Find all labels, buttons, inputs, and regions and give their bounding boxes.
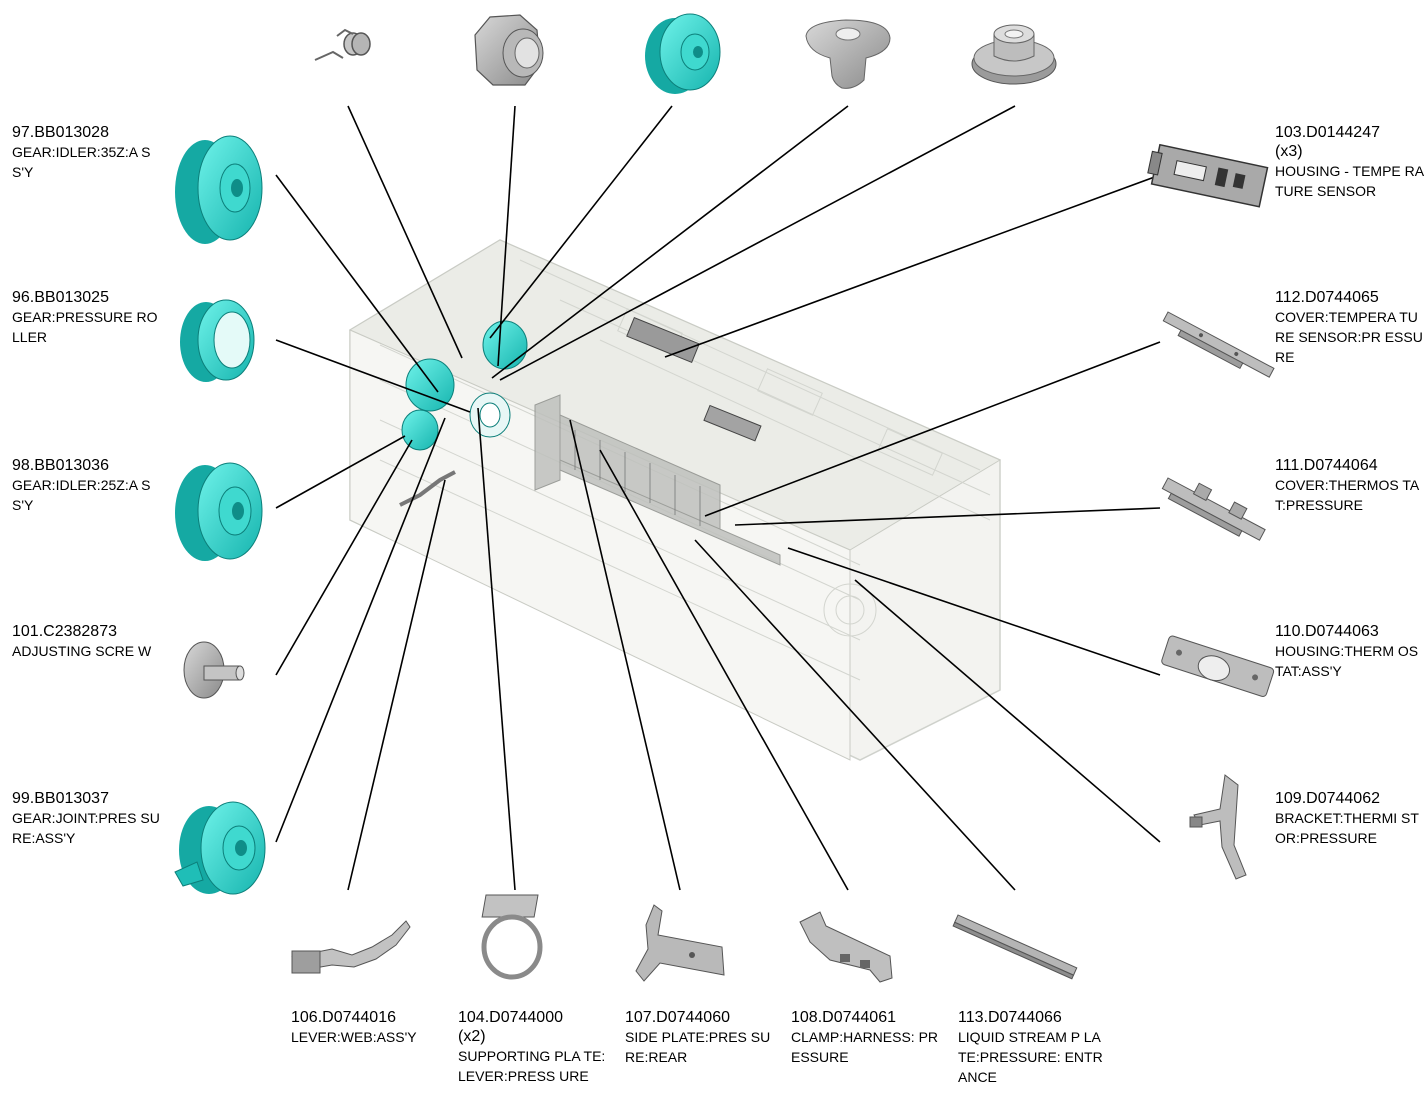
torsion-spring-icon bbox=[314, 28, 371, 61]
callout-113: 113.D0744066 LIQUID STREAM P LATE:PRESSU… bbox=[958, 1008, 1128, 1087]
part-number: 109.D0744062 bbox=[1275, 790, 1380, 807]
callout-103: 103.D0144247 (x3) HOUSING - TEMPE RATURE… bbox=[1275, 123, 1425, 201]
bracket-icon bbox=[635, 904, 725, 982]
callout-96: 96.BB013025 GEAR:PRESSURE ROLLER bbox=[12, 288, 182, 347]
part-description: GEAR:PRESSURE ROLLER bbox=[12, 309, 158, 345]
bushing-icon bbox=[474, 14, 544, 86]
part-description: CLAMP:HARNESS: PRESSURE bbox=[791, 1029, 939, 1065]
bracket-icon bbox=[799, 911, 893, 983]
part-number: 103.D0144247 bbox=[1275, 124, 1380, 141]
bracket-icon bbox=[1189, 774, 1247, 880]
part-number: 98.BB013036 bbox=[12, 457, 109, 474]
callout-101: 101.C2382873 ADJUSTING SCRE W bbox=[12, 622, 182, 661]
callout-104: 104.D0744000 (x2) SUPPORTING PLA TE:LEVE… bbox=[458, 1008, 628, 1086]
part-quantity: (x2) bbox=[458, 1028, 486, 1045]
part-description: GEAR:IDLER:25Z:A SS'Y bbox=[12, 477, 151, 513]
part-description: LIQUID STREAM P LATE:PRESSURE: ENTRANCE bbox=[958, 1029, 1103, 1085]
callout-109: 109.D0744062 BRACKET:THERMI STOR:PRESSUR… bbox=[1275, 789, 1425, 848]
callout-107: 107.D0744060 SIDE PLATE:PRES SURE:REAR bbox=[625, 1008, 795, 1067]
part-number: 112.D0744065 bbox=[1275, 289, 1379, 306]
part-description: LEVER:WEB:ASS'Y bbox=[291, 1029, 417, 1045]
callout-97: 97.BB013028 GEAR:IDLER:35Z:A SS'Y bbox=[12, 123, 182, 182]
part-number: 106.D0744016 bbox=[291, 1009, 396, 1026]
bracket-icon bbox=[952, 914, 1078, 980]
bracket-icon bbox=[1161, 477, 1266, 541]
callout-99: 99.BB013037 GEAR:JOINT:PRES SURE:ASS'Y bbox=[12, 789, 182, 848]
part-number: 107.D0744060 bbox=[625, 1009, 730, 1026]
gear-icon bbox=[180, 299, 255, 382]
part-number: 99.BB013037 bbox=[12, 790, 109, 807]
part-description: COVER:TEMPERA TURE SENSOR:PR ESSURE bbox=[1275, 309, 1423, 365]
part-number: 101.C2382873 bbox=[12, 623, 117, 640]
bracket-icon bbox=[291, 920, 411, 974]
part-description: GEAR:JOINT:PRES SURE:ASS'Y bbox=[12, 810, 160, 846]
part-description: HOUSING - TEMPE RATURE SENSOR bbox=[1275, 163, 1425, 199]
callout-111: 111.D0744064 COVER:THERMOS TAT:PRESSURE bbox=[1275, 456, 1425, 515]
bracket-icon bbox=[1161, 635, 1275, 697]
bracket-icon bbox=[481, 894, 543, 980]
gear-icon bbox=[174, 801, 266, 895]
callout-108: 108.D0744061 CLAMP:HARNESS: PRESSURE bbox=[791, 1008, 961, 1067]
part-number: 97.BB013028 bbox=[12, 124, 109, 141]
part-description: HOUSING:THERM OSTAT:ASS'Y bbox=[1275, 643, 1419, 679]
callout-98: 98.BB013036 GEAR:IDLER:25Z:A SS'Y bbox=[12, 456, 182, 515]
part-number: 96.BB013025 bbox=[12, 289, 109, 306]
part-description: GEAR:IDLER:35Z:A SS'Y bbox=[12, 144, 151, 180]
part-description: ADJUSTING SCRE W bbox=[12, 643, 152, 659]
part-number: 111.D0744064 bbox=[1275, 457, 1378, 474]
part-description: SUPPORTING PLA TE:LEVER:PRESS URE bbox=[458, 1048, 606, 1084]
part-number: 108.D0744061 bbox=[791, 1009, 896, 1026]
callout-112: 112.D0744065 COVER:TEMPERA TURE SENSOR:P… bbox=[1275, 288, 1425, 367]
part-number: 104.D0744000 bbox=[458, 1009, 563, 1026]
part-description: COVER:THERMOS TAT:PRESSURE bbox=[1275, 477, 1420, 513]
gear-icon bbox=[175, 462, 263, 561]
part-number: 113.D0744066 bbox=[958, 1009, 1062, 1026]
callout-110: 110.D0744063 HOUSING:THERM OSTAT:ASS'Y bbox=[1275, 622, 1425, 681]
callout-106: 106.D0744016 LEVER:WEB:ASS'Y bbox=[291, 1008, 461, 1047]
adjusting-screw-icon bbox=[183, 641, 245, 699]
gear-icon bbox=[645, 13, 721, 94]
bracket-icon bbox=[1147, 143, 1269, 208]
part-number: 110.D0744063 bbox=[1275, 623, 1379, 640]
gear-icon bbox=[175, 135, 263, 244]
bracket-icon bbox=[1162, 311, 1275, 378]
part-description: SIDE PLATE:PRES SURE:REAR bbox=[625, 1029, 771, 1065]
part-quantity: (x3) bbox=[1275, 143, 1303, 160]
collar-icon bbox=[805, 19, 891, 89]
pressure-unit-assembly bbox=[348, 239, 1002, 761]
part-description: BRACKET:THERMI STOR:PRESSURE bbox=[1275, 810, 1419, 846]
leader-lines bbox=[275, 105, 1161, 891]
collar-icon bbox=[971, 24, 1057, 85]
